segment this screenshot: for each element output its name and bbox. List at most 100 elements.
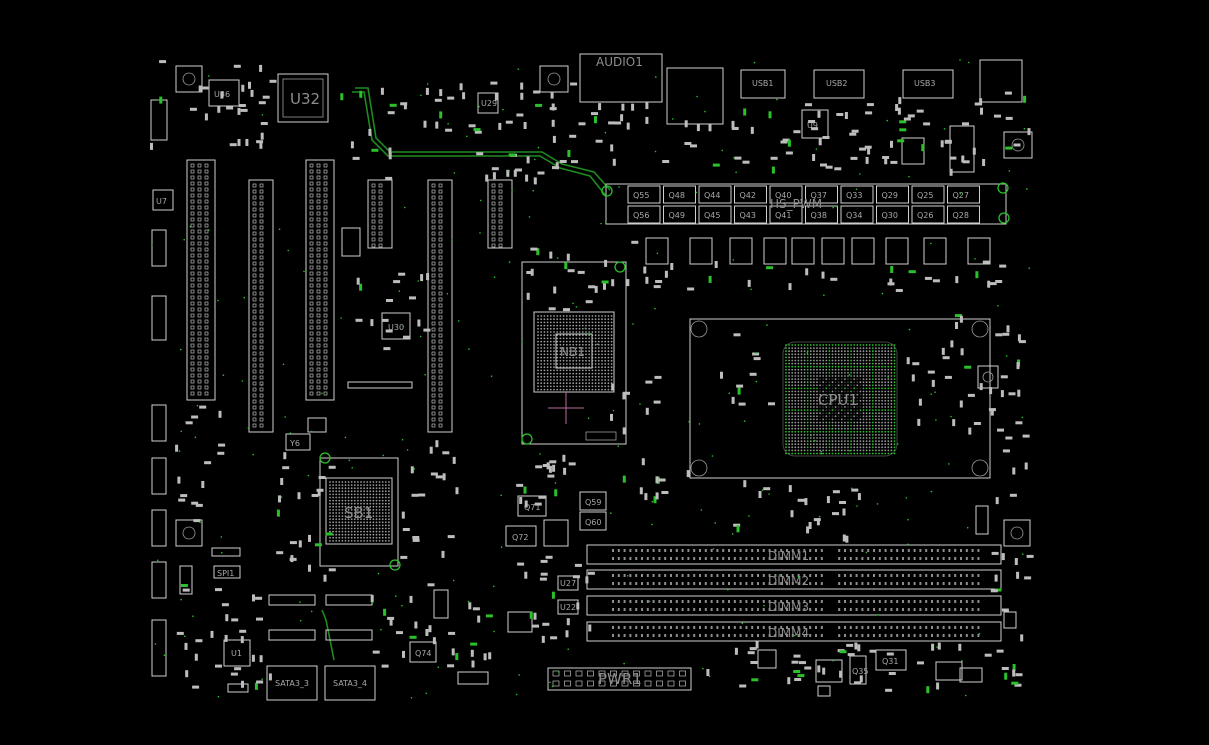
mosfet-label: Q38 [811, 211, 827, 220]
mosfet-q30: Q30 [876, 205, 909, 224]
pcie-slot-3 [305, 159, 335, 401]
nb-label: NB1 [560, 345, 585, 359]
mosfet-q37: Q37 [805, 185, 838, 204]
south-bridge: SB1 Y6 [285, 417, 401, 571]
mosfet-label: Q49 [669, 211, 685, 220]
rear-io-connectors: AUDIO1 USB1 USB2 USB3 U9 [539, 53, 1033, 173]
mosfet-q28: Q28 [947, 205, 980, 224]
mosfet-q44: Q44 [698, 185, 732, 204]
choke [967, 237, 991, 265]
mosfet-q55: Q55 [627, 185, 661, 204]
mosfet-q40: Q40 [769, 185, 803, 204]
mosfet-label: Q55 [633, 191, 649, 200]
mosfet-q38: Q38 [805, 205, 838, 224]
u1-label: U1 [231, 649, 242, 658]
pcie-slot-1 [186, 159, 216, 401]
mosfet-label: Q42 [740, 191, 756, 200]
choke [763, 237, 787, 265]
mosfet-label: Q43 [740, 211, 756, 220]
vias [151, 59, 1030, 699]
pcie-slot-6 [487, 179, 513, 249]
vrm-mosfets: Q55 Q48 Q44 Q42 Q40 Q37 Q33 Q29 Q25 Q27 Q56 Q49 Q45… [601, 182, 1010, 265]
pcie-slot-5 [367, 179, 393, 249]
smd-components [150, 60, 1034, 694]
mosfet-q34: Q34 [840, 205, 874, 224]
mosfet-label: Q28 [953, 211, 969, 220]
mosfet-label: Q40 [775, 191, 791, 200]
pwm-label: HS_PWM [770, 197, 822, 211]
top-left-area: U36 U32 U7 [150, 65, 329, 341]
cpu1-label: CPU1 [818, 391, 858, 409]
mosfet-q43: Q43 [734, 205, 767, 224]
sata-b-label: SATA3_4 [333, 679, 367, 688]
mosfet-label: Q25 [917, 191, 933, 200]
dimm1-label: DIMM1 [768, 549, 809, 563]
mosfet-label: Q56 [633, 211, 649, 220]
front-headers: SPI1 U1 [151, 404, 251, 693]
choke [645, 237, 669, 265]
usb1-label: USB1 [752, 79, 774, 88]
dimm2-label: DIMM2 [768, 574, 809, 588]
mosfet-label: Q26 [917, 211, 933, 220]
north-bridge: NB1 [521, 261, 627, 445]
mosfet-q42: Q42 [734, 185, 767, 204]
pcie-slot-2 [248, 179, 274, 433]
choke [729, 237, 753, 265]
choke [885, 237, 909, 265]
choke [791, 237, 815, 265]
q59-label: Q59 [585, 498, 601, 507]
mosfet-q48: Q48 [663, 185, 696, 204]
u29-label: U29 [481, 99, 497, 108]
mosfet-q29: Q29 [876, 185, 909, 204]
u22-label: U22 [560, 603, 576, 612]
spi-label: SPI1 [217, 569, 234, 578]
u27-label: U27 [560, 579, 576, 588]
u30-label: U30 [388, 323, 404, 332]
mosfet-label: Q33 [846, 191, 862, 200]
mid-lower-parts: Q71 Q72 Q59 Q60 U27 U22 [505, 491, 607, 633]
q31-label: Q31 [882, 657, 898, 666]
audio-label: AUDIO1 [596, 55, 643, 69]
mosfet-q41: Q41 [769, 205, 803, 224]
mosfet-q27: Q27 [947, 185, 980, 204]
choke [923, 237, 947, 265]
mosfet-q33: Q33 [840, 185, 874, 204]
u7-label: U7 [156, 197, 167, 206]
pwr-label: PWR1 [598, 670, 642, 688]
bottom-row: PWR1 Q35 Q31 [547, 649, 983, 697]
u9-label: U9 [807, 121, 818, 130]
mosfet-label: Q41 [775, 211, 791, 220]
mosfet-label: Q37 [811, 191, 827, 200]
mosfet-row-top: Q55 Q48 Q44 Q42 Q40 Q37 Q33 Q29 Q25 Q27 [627, 185, 980, 204]
q60-label: Q60 [585, 518, 601, 527]
pcie-slots [186, 159, 513, 433]
mosfet-label: Q48 [669, 191, 685, 200]
vrm-chokes [645, 237, 991, 265]
mosfet-label: Q27 [953, 191, 969, 200]
mosfet-label: Q44 [704, 191, 720, 200]
choke [821, 237, 845, 265]
q74-label: Q74 [415, 649, 431, 658]
choke [851, 237, 875, 265]
mosfet-label: Q29 [882, 191, 898, 200]
dimm3-label: DIMM3 [768, 600, 809, 614]
mosfet-q56: Q56 [627, 205, 661, 224]
mosfet-row-bottom: Q56 Q49 Q45 Q43 Q41 Q38 Q34 Q30 Q26 Q28 [627, 205, 980, 224]
mosfet-q45: Q45 [698, 205, 732, 224]
q35-label: Q35 [852, 667, 868, 676]
sb-label: SB1 [344, 504, 373, 522]
mosfet-label: Q45 [704, 211, 720, 220]
mosfet-q26: Q26 [911, 205, 945, 224]
pcie-slot-4 [427, 179, 453, 433]
usb2-label: USB2 [826, 79, 848, 88]
dimm4-label: DIMM4 [768, 626, 809, 640]
sata-a-label: SATA3_3 [275, 679, 309, 688]
choke [689, 237, 713, 265]
cpu-socket: CPU1 [689, 318, 999, 479]
q72-label: Q72 [512, 533, 528, 542]
mosfet-label: Q34 [846, 211, 862, 220]
q71-label: Q71 [524, 503, 540, 512]
mosfet-q25: Q25 [911, 185, 945, 204]
mosfet-label: Q30 [882, 211, 898, 220]
